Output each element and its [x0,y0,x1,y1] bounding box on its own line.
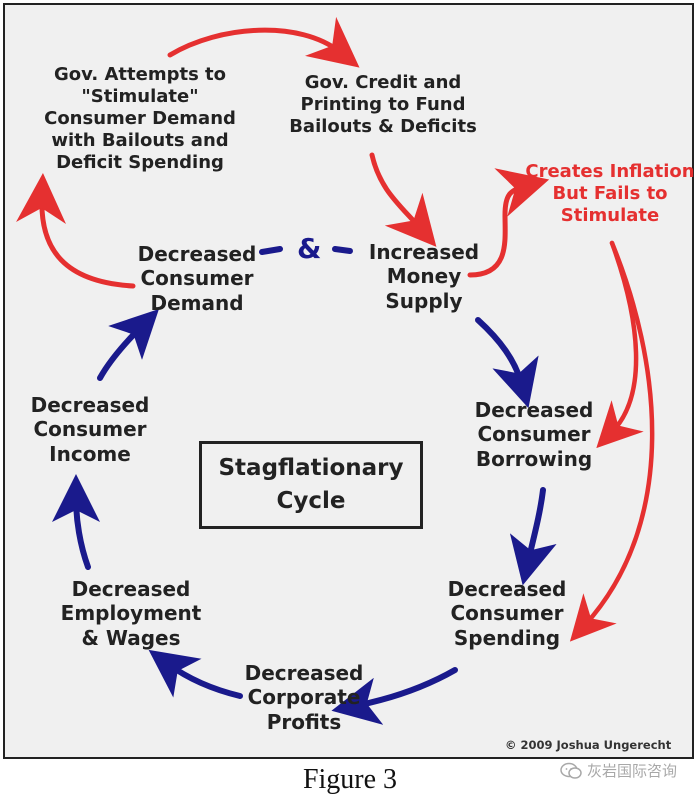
arrow-employment-to-income [52,474,101,570]
arrow-spending-to-profits [331,667,458,725]
node-increased-money-supply: Increased Money Supply [368,240,480,313]
arrow-credit-to-money-supply [369,152,437,247]
node-decreased-employment: Decreased Employment & Wages [60,577,202,650]
node-decreased-spending: Decreased Consumer Spending [447,577,567,650]
copyright-notice: © 2009 Joshua Ungerecht [505,738,672,752]
watermark-text: 灰岩国际咨询 [587,762,678,780]
arrow-profits-to-employment [148,649,243,699]
ampersand-connector: & [297,232,322,265]
arrow-money-to-borrowing [475,317,539,409]
arrow-inflation-to-spending [569,240,655,642]
watermark: 灰岩国际咨询 [560,760,677,781]
node-decreased-borrowing: Decreased Consumer Borrowing [474,398,594,471]
arrow-gov-attempts-to-credit [167,16,360,68]
dash-left-1 [259,246,283,255]
node-decreased-profits: Decreased Corporate Profits [244,661,364,734]
node-decreased-income: Decreased Consumer Income [30,393,150,466]
node-creates-inflation: Creates Inflation But Fails to Stimulate [525,161,695,226]
node-decreased-demand: Decreased Consumer Demand [137,242,257,315]
chat-bubble-icon [560,762,582,779]
node-gov-credit: Gov. Credit and Printing to Fund Bailout… [289,72,477,137]
arrow-money-to-inflation [467,168,550,278]
arrow-borrowing-to-spending [509,487,557,586]
arrow-income-to-demand [97,309,159,381]
node-gov-attempts: Gov. Attempts to "Stimulate" Consumer De… [44,64,236,173]
center-title: Stagflationary Cycle [199,441,423,529]
arrow-demand-to-gov-attempts [16,173,136,289]
figure-caption: Figure 3 [302,764,398,795]
dash-right-1 [332,246,353,254]
